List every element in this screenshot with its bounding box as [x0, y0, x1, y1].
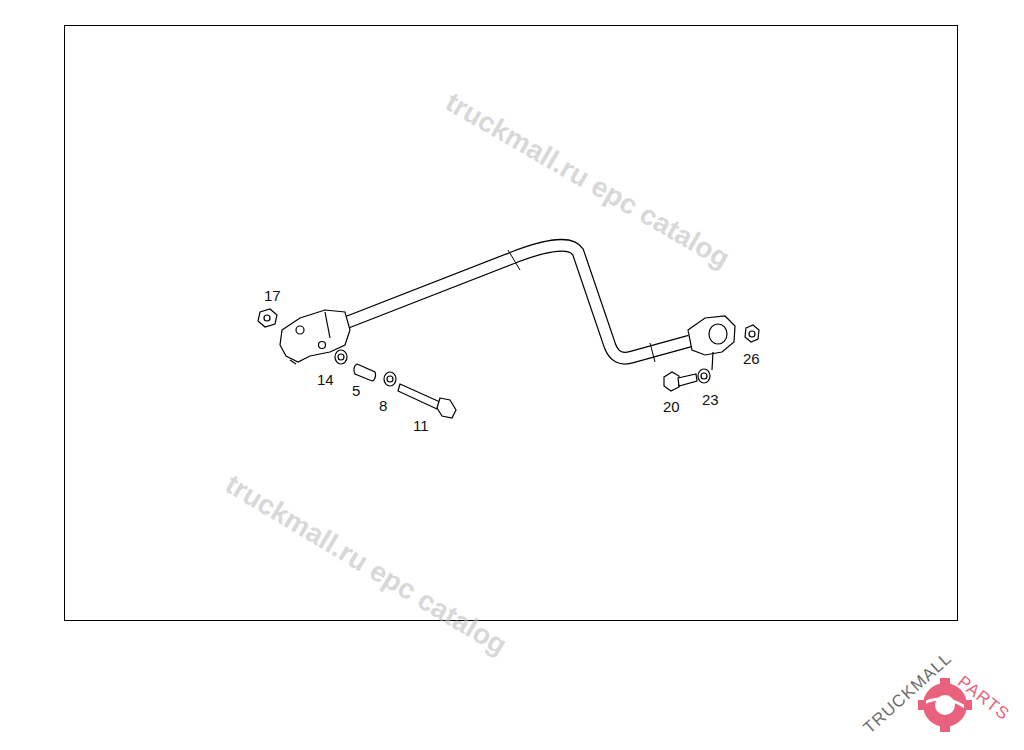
stabilizer-bar	[335, 245, 690, 362]
watermark: truckmall.ru epc catalog	[441, 88, 734, 273]
callout-number: 8	[379, 398, 387, 413]
callout-number: 11	[413, 418, 429, 433]
right-bracket	[688, 316, 735, 370]
callout-number: 5	[352, 383, 360, 398]
watermark: truckmall.ru epc catalog	[221, 470, 512, 660]
callout-number: 14	[317, 372, 334, 387]
left-bracket	[280, 310, 350, 364]
callout-number: 26	[743, 351, 760, 366]
callout-number: 17	[264, 288, 281, 303]
callout-number: 23	[702, 392, 719, 407]
frame	[65, 26, 958, 621]
hardware	[258, 309, 759, 418]
callout-number: 20	[663, 399, 680, 414]
